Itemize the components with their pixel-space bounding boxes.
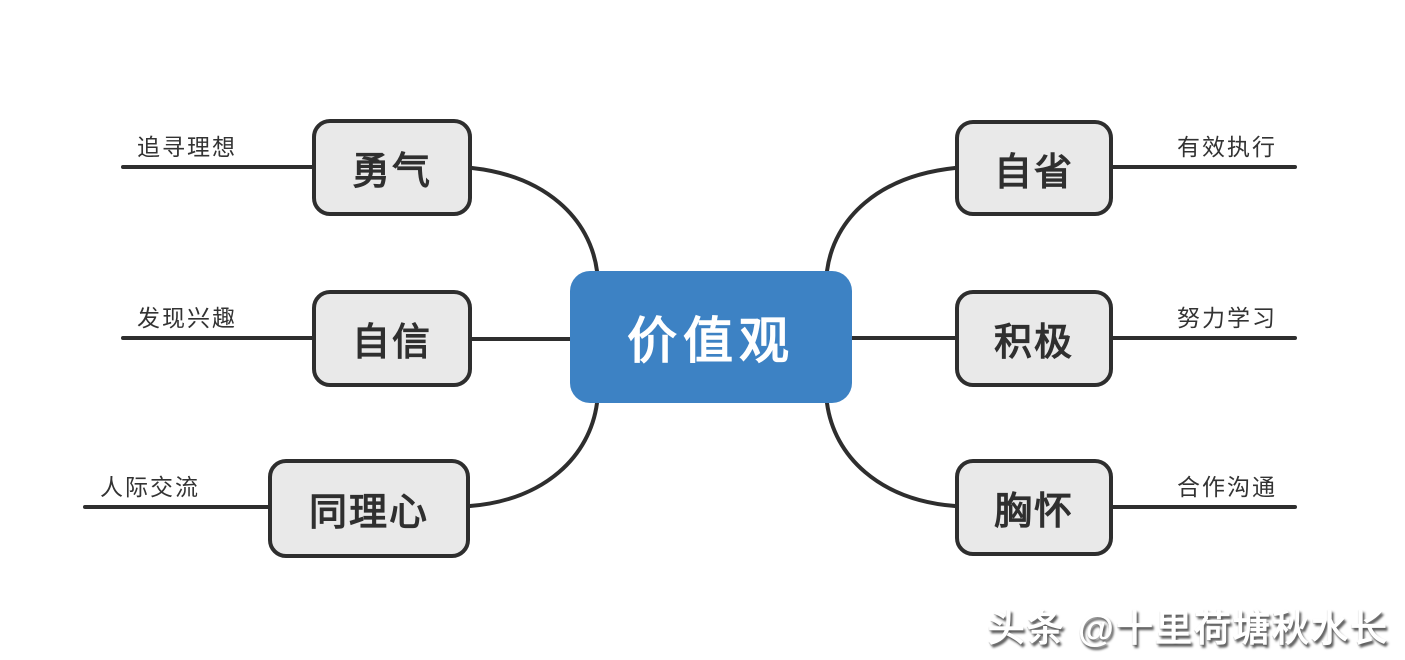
branch-node-empathy[interactable]: 同理心 — [268, 459, 470, 558]
center-node-label: 价值观 — [627, 313, 795, 369]
connector-right-bottom — [825, 401, 957, 508]
branch-node-confidence[interactable]: 自信 — [312, 290, 472, 387]
branch-node-label: 自信 — [351, 322, 432, 364]
tag-cooperation-communication: 合作沟通 — [1177, 474, 1277, 500]
branch-node-label: 同理心 — [308, 492, 429, 534]
branch-node-positivity[interactable]: 积极 — [955, 290, 1113, 387]
branch-node-introspection[interactable]: 自省 — [955, 120, 1113, 216]
tag-discover-interests: 发现兴趣 — [137, 305, 237, 331]
branch-node-label: 勇气 — [351, 151, 432, 193]
tag-study-hard: 努力学习 — [1177, 305, 1277, 331]
tag-pursue-ideals: 追寻理想 — [137, 134, 237, 160]
connector-left-bottom — [468, 401, 599, 508]
watermark-author: 头条 @十里荷塘秋水长 — [987, 608, 1389, 649]
tag-interpersonal-communication: 人际交流 — [100, 474, 200, 500]
branch-node-label: 胸怀 — [993, 491, 1074, 533]
center-node-values[interactable]: 价值观 — [570, 271, 852, 403]
branch-node-courage[interactable]: 勇气 — [312, 119, 472, 216]
connector-left-top — [470, 166, 599, 273]
branch-node-label: 积极 — [993, 322, 1074, 364]
connector-right-top — [825, 166, 957, 273]
branch-node-openmindedness[interactable]: 胸怀 — [955, 459, 1113, 556]
branch-node-label: 自省 — [993, 151, 1074, 194]
tag-effective-execution: 有效执行 — [1177, 134, 1277, 160]
